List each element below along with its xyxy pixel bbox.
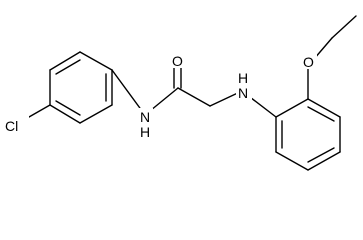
amine-h-label-mask [236,69,252,85]
ring-a-bond-5 [49,104,81,124]
amine-hydrogen-label: H [238,70,248,86]
ring-b-double-2 [307,147,335,163]
ring-a-double-1 [55,59,81,75]
ring-b-bond-1 [275,98,309,118]
carbonyl-o-label-mask [169,52,186,68]
ring-a-bond-2 [79,51,113,71]
amide-n-label-mask [137,108,153,125]
chemical-structure-diagram: Cl N H O N H O [5,15,357,171]
ether-oxygen-label: O [303,54,314,70]
amine-nitrogen-label: N [238,85,248,101]
cl-label-mask [5,116,29,134]
amide-nitrogen-label: N [140,109,150,125]
ring-to-amide-n-bond [111,69,146,116]
ring-a-double-3 [55,100,81,116]
carbonyl-to-methylene-bond [177,87,211,107]
ether-o-label-mask [300,53,317,69]
amine-n-label-mask [236,84,252,100]
ethoxyphenyl-ring [275,98,341,171]
amide-h-label-mask [137,123,153,139]
ring-b-bond-4 [307,151,341,171]
ring-b-bond-5 [275,151,309,171]
chlorine-label: Cl [5,118,18,134]
ring-b-double-1 [307,106,335,122]
amide-hydrogen-label: H [140,124,150,140]
ring-b-bond-2 [307,98,341,118]
chlorophenyl-ring [49,51,113,124]
ring-a-bond-4 [79,104,113,124]
ring-a-bond-1 [49,51,81,71]
carbonyl-oxygen-label: O [172,53,183,69]
ethyl-cc-bond [331,15,357,39]
